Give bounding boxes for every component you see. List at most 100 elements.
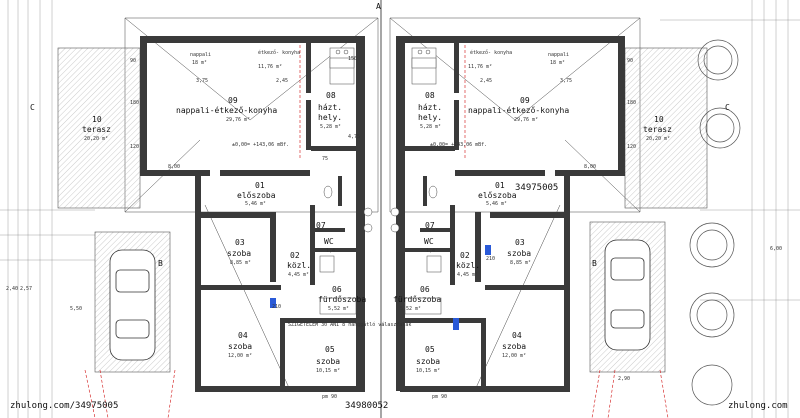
room-04-right-number: 04 (512, 331, 522, 340)
dim-800-right: 8,00 (584, 164, 596, 170)
room-10-right-area: 20,20 m² (646, 136, 670, 142)
room-07-left-area: 1,4 (326, 248, 335, 254)
room-living-top-right-area: 18 m² (550, 60, 565, 66)
dim-257-left: 2,57 (20, 286, 32, 292)
room-kitchen-top-right: étkező- konyha (470, 49, 512, 56)
room-09-right-area: 29,76 m² (514, 117, 538, 123)
room-06-left-area: 5,52 m² (328, 306, 349, 312)
terrace-left (57, 47, 141, 209)
room-03-right-label: szoba (507, 249, 531, 258)
watermark-1: zhulong.com/34975005 (10, 401, 118, 411)
room-05-left-area: 10,15 m² (316, 368, 340, 374)
room-06-right-label: fürdőszoba (393, 295, 441, 304)
room-02-left-area: 4,45 m² (288, 272, 309, 278)
room-02-right-number: 02 (460, 251, 470, 260)
room-01-left-area: 5,46 m² (245, 201, 266, 207)
room-03-left-label: szoba (227, 249, 251, 258)
room-02-right-label: közl. (456, 261, 480, 270)
roof-outline (124, 17, 641, 391)
room-08-right-label-1: házt. (418, 103, 442, 112)
room-07-left-number: 07 (316, 221, 326, 230)
dim-375-left: 3,75 (196, 78, 208, 84)
room-08-left-label-1: házt. (318, 103, 342, 112)
section-mark-a: A (376, 2, 381, 11)
watermark-2: 34980052 (345, 401, 388, 411)
room-05-right-label: szoba (416, 357, 440, 366)
room-09-left-number: 09 (228, 96, 238, 105)
watermark-3: 34975005 (515, 183, 558, 193)
wall-note: SZIGETELEM 30 ANI 8 hanggátló válaszfala… (288, 321, 411, 328)
dim-pm90-b: pm 90 (432, 394, 447, 400)
room-10-left-label: terasz (82, 125, 111, 134)
room-04-left-number: 04 (238, 331, 248, 340)
room-10-right-number: 10 (654, 115, 664, 124)
room-10-right-label: terasz (643, 125, 672, 134)
room-05-right-number: 05 (425, 345, 435, 354)
terrace-right (624, 47, 708, 209)
dim-240-left: 2,40 (6, 286, 18, 292)
dim-475-left: 4,75 (348, 134, 360, 140)
room-07-right-label: WC (424, 237, 434, 246)
room-living-top-left-area: 18 m² (192, 60, 207, 66)
room-05-right-area: 10,15 m² (416, 368, 440, 374)
dimension-lines-left (0, 0, 95, 418)
room-03-right-area: 8,85 m² (510, 260, 531, 266)
kitchen-counter-left (329, 47, 355, 85)
dim-210-b: 210 (486, 256, 495, 262)
room-08-left-area: 5,28 m² (320, 124, 341, 130)
room-02-right-area: 4,45 m² (457, 272, 478, 278)
car-left (109, 249, 156, 361)
dim-290-right: 2,90 (618, 376, 630, 382)
room-07-left-label: WC (324, 237, 334, 246)
room-05-left-number: 05 (325, 345, 335, 354)
dim-245-left: 2,45 (276, 78, 288, 84)
room-kitchen-top-right-area: 11,76 m² (468, 64, 492, 70)
level-right: ±0,00= +143,06 mBf. (430, 142, 487, 148)
room-01-right-area: 5,46 m² (486, 201, 507, 207)
room-10-left-number: 10 (92, 115, 102, 124)
room-07-right-area: 1,4 (426, 248, 435, 254)
section-mark-c-left: C (30, 103, 35, 112)
room-03-right-number: 03 (515, 238, 525, 247)
room-08-right-label-2: hely. (418, 113, 442, 122)
room-06-left-number: 06 (332, 285, 342, 294)
car-right (604, 239, 651, 351)
room-04-left-area: 12,00 m² (228, 353, 252, 359)
dim-150-a: 150 (348, 56, 357, 62)
red-dashed-lines (84, 40, 669, 418)
room-02-left-number: 02 (290, 251, 300, 260)
walls-right (396, 36, 625, 392)
room-06-right-area: 5,52 m² (400, 306, 421, 312)
dim-120-a: 120 (130, 144, 139, 150)
section-mark-c-right: C (725, 103, 730, 112)
room-03-left-number: 03 (235, 238, 245, 247)
room-10-left-area: 20,20 m² (84, 136, 108, 142)
room-01-right-label: előszoba (478, 191, 517, 200)
room-04-right-area: 12,00 m² (502, 353, 526, 359)
dim-120-b: 120 (627, 144, 636, 150)
room-01-right-number: 01 (495, 181, 505, 190)
dim-90-b: 90 (627, 58, 633, 64)
dim-90-a: 90 (130, 58, 136, 64)
room-kitchen-top-left-area: 11,76 m² (258, 64, 282, 70)
room-08-left-number: 08 (326, 91, 336, 100)
room-08-left-label-2: hely. (318, 113, 342, 122)
room-08-right-number: 08 (425, 91, 435, 100)
watermark-4: zhulong.com (728, 401, 788, 411)
room-09-right-number: 09 (520, 96, 530, 105)
bathroom-fixtures (319, 185, 442, 315)
dim-375-right: 3,75 (560, 78, 572, 84)
room-09-left-area: 29,76 m² (226, 117, 250, 123)
trees-right (689, 39, 741, 406)
room-09-right-label: nappali-étkező-konyha (468, 105, 569, 115)
room-04-right-label: szoba (502, 342, 526, 351)
dim-210-a: 210 (272, 304, 281, 310)
room-03-left-area: 8,85 m² (230, 260, 251, 266)
room-09-left-label: nappali-étkező-konyha (176, 105, 277, 115)
dim-180-a: 180 (130, 100, 139, 106)
dim-245-right: 2,45 (480, 78, 492, 84)
dim-180-b: 180 (627, 100, 636, 106)
room-06-right-number: 06 (420, 285, 430, 294)
room-08-right-area: 5,28 m² (420, 124, 441, 130)
